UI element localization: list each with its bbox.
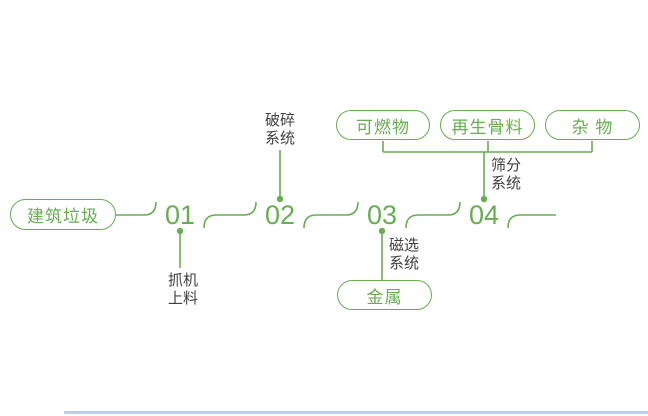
bottom-blue-strip	[64, 411, 648, 414]
magnetic-separation-system-label: 磁选 系统	[389, 237, 420, 272]
step-number-03: 03	[366, 200, 398, 230]
grab-loading-label: 抓机 上料	[167, 272, 198, 307]
combustibles-label: 可燃物	[356, 117, 410, 137]
step-hooks	[143, 201, 521, 229]
step-number-01: 01	[164, 200, 196, 230]
junction-dots	[176, 195, 488, 235]
top-outputs-connector	[382, 141, 593, 153]
step-number-04: 04	[468, 200, 500, 230]
metal-label: 金属	[366, 287, 403, 307]
step-number-02: 02	[264, 200, 296, 230]
miscellaneous-label: 杂 物	[571, 117, 614, 137]
dot-step2	[276, 195, 284, 203]
combustibles-pill: 可燃物	[336, 110, 430, 140]
crushing-system-label: 破碎 系统	[264, 112, 295, 147]
dot-step3	[378, 227, 386, 235]
input-pill-construction-waste: 建筑垃圾	[10, 199, 116, 230]
metal-pill: 金属	[337, 280, 432, 310]
dot-step1	[176, 227, 184, 235]
dot-step4	[480, 195, 488, 203]
screening-system-label: 筛分 系统	[491, 157, 522, 192]
recycled-aggregate-label: 再生骨料	[451, 117, 524, 137]
miscellaneous-pill: 杂 物	[545, 110, 640, 140]
recycled-aggregate-pill: 再生骨料	[440, 110, 535, 140]
input-pill-label: 建筑垃圾	[27, 207, 99, 226]
